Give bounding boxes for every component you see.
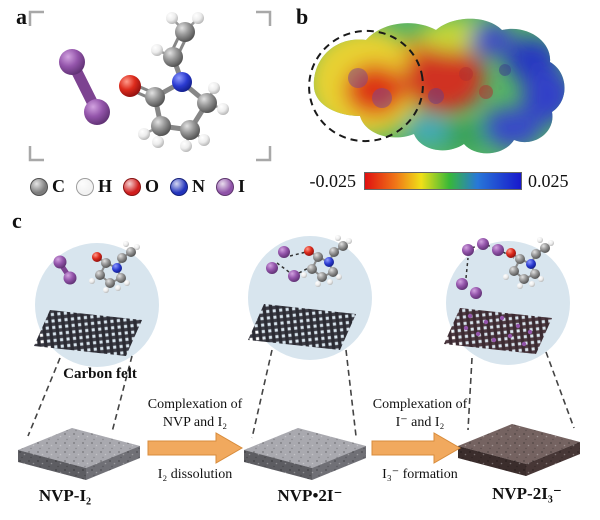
carbon-felt-mesh-2 bbox=[248, 304, 356, 350]
step2-result-text: I₃⁻ formation bbox=[382, 467, 458, 482]
legend-label-iodine: I bbox=[238, 176, 246, 196]
legend-item-oxygen: O bbox=[123, 176, 159, 197]
product-label-nvp-2i: NVP•2I⁻ bbox=[277, 486, 343, 505]
legend-label-carbon: C bbox=[52, 176, 65, 196]
esp-scale-min: -0.025 bbox=[309, 171, 357, 191]
legend-item-hydrogen: H bbox=[76, 176, 112, 197]
legend-label-nitrogen: N bbox=[192, 176, 206, 196]
step1-reaction-text: Complexation of NVP and I₂ bbox=[147, 397, 243, 431]
oxygen-atom-icon bbox=[123, 177, 142, 196]
iodine-loaded-dots bbox=[463, 313, 533, 347]
esp-scale-max: 0.025 bbox=[528, 171, 569, 191]
panel-b-label: b bbox=[296, 4, 309, 29]
esp-surface bbox=[308, 18, 565, 154]
legend-item-iodine: I bbox=[216, 176, 245, 197]
i2-molecule bbox=[59, 49, 110, 125]
carbon-felt-label: Carbon felt bbox=[63, 366, 137, 382]
hydrogen-atom-icon bbox=[76, 177, 94, 196]
connector-dashes bbox=[27, 349, 575, 439]
reaction-arrow-1 bbox=[147, 432, 244, 464]
panel-c-label: c bbox=[12, 208, 22, 233]
inset-circle-3 bbox=[444, 236, 570, 365]
legend-label-oxygen: O bbox=[145, 176, 160, 196]
esp-color-scale bbox=[364, 172, 522, 190]
legend-label-hydrogen: H bbox=[98, 176, 113, 196]
iodine-atom-icon bbox=[216, 177, 235, 196]
product-label-nvp-2i3: NVP-2I₃⁻ bbox=[492, 484, 562, 503]
reaction-arrow-2 bbox=[371, 432, 462, 464]
nvp-molecule bbox=[119, 12, 229, 152]
nitrogen-atom-icon bbox=[170, 177, 189, 196]
slab-nvp-2i bbox=[244, 428, 366, 480]
step2-reaction-text: Complexation of I⁻ and I₂ bbox=[372, 397, 468, 431]
inset-circle-1 bbox=[34, 240, 159, 367]
carbon-atom-icon bbox=[30, 177, 48, 196]
product-label-nvp-i2: NVP-I₂ bbox=[38, 486, 92, 505]
panel-a-label: a bbox=[16, 4, 27, 29]
step1-result-text: I₂ dissolution bbox=[157, 467, 233, 482]
esp-molecule-hints bbox=[348, 64, 511, 108]
slab-nvp-i2 bbox=[18, 428, 140, 480]
esp-highlight-dashed-circle bbox=[308, 29, 424, 143]
inset-circle-2 bbox=[248, 234, 372, 360]
atom-legend: C H O N I bbox=[30, 176, 245, 197]
carbon-felt-mesh-1 bbox=[34, 310, 142, 356]
legend-item-nitrogen: N bbox=[170, 176, 205, 197]
slab-nvp-2i3 bbox=[458, 424, 580, 476]
panel-a-brackets bbox=[28, 10, 272, 162]
legend-item-carbon: C bbox=[30, 176, 65, 197]
